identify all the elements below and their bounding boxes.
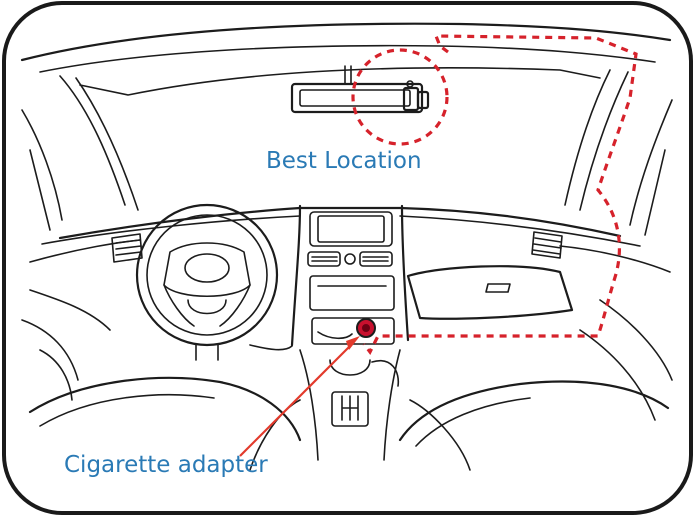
rounded-frame <box>4 3 691 513</box>
best-location-marker <box>353 50 447 144</box>
cigarette-adapter-label: Cigarette adapter <box>64 452 268 478</box>
car-interior-line-art <box>22 24 672 470</box>
best-location-label: Best Location <box>266 148 422 174</box>
